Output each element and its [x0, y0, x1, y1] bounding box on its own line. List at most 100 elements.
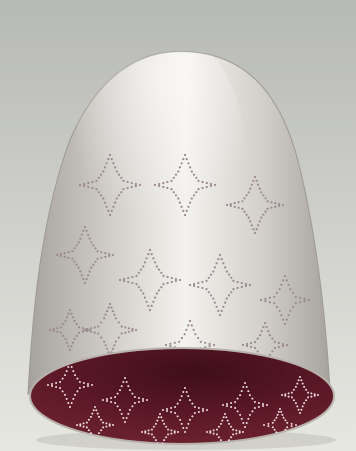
pattern-dot: [250, 345, 253, 349]
pattern-dot: [245, 194, 248, 197]
pattern-dot: [264, 210, 267, 213]
pattern-dot: [182, 158, 185, 161]
pattern-dot: [307, 298, 311, 302]
pattern-dot: [161, 419, 164, 422]
pattern-dot: [99, 194, 103, 197]
pattern-dot: [163, 422, 166, 425]
pattern-dot: [232, 428, 235, 431]
pattern-dot: [287, 314, 290, 317]
pattern-dot: [273, 340, 276, 344]
pattern-dot: [134, 328, 138, 332]
pattern-dot: [294, 385, 297, 388]
pattern-dot: [125, 417, 128, 419]
pattern-dot: [147, 253, 150, 256]
pattern-dot: [239, 413, 242, 416]
pattern-dot: [282, 279, 285, 282]
pattern-dot: [242, 422, 245, 424]
pattern-dot: [251, 397, 254, 400]
pattern-dot: [133, 396, 136, 398]
pattern-dot: [266, 207, 269, 210]
pattern-dot: [277, 410, 280, 413]
pattern-dot: [131, 275, 134, 279]
pattern-dot: [82, 382, 85, 384]
pattern-dot: [190, 324, 193, 327]
pattern-dot: [313, 393, 316, 396]
pattern-dot: [59, 387, 62, 389]
pattern-dot: [170, 429, 173, 432]
pattern-dot: [281, 394, 283, 396]
pattern-dot: [268, 334, 271, 337]
pattern-dot: [102, 399, 104, 401]
pattern-dot: [193, 284, 196, 288]
pattern-dot: [197, 179, 200, 182]
pattern-dot: [286, 426, 289, 429]
pattern-dot: [207, 291, 210, 294]
pattern-dot: [265, 325, 268, 329]
pattern-dot: [154, 261, 157, 264]
pattern-dot: [124, 421, 126, 423]
pattern-dot: [245, 422, 248, 424]
pattern-dot: [230, 402, 233, 404]
pattern-dot: [137, 401, 140, 403]
pattern-dot: [247, 191, 250, 194]
pattern-dot: [119, 389, 121, 392]
pattern-dot: [266, 404, 268, 406]
pattern-dot: [91, 384, 93, 386]
pattern-dot: [108, 254, 111, 257]
pattern-dot: [287, 283, 290, 286]
pattern-dot: [248, 413, 251, 416]
pattern-dot: [187, 395, 190, 398]
pattern-dot: [130, 181, 133, 185]
pattern-dot: [71, 341, 75, 344]
pattern-dot: [257, 406, 260, 408]
pattern-dot: [221, 419, 224, 422]
pattern-dot: [106, 310, 109, 313]
pattern-dot: [209, 182, 212, 186]
pattern-dot: [156, 419, 159, 422]
pattern-dot: [268, 353, 271, 356]
pattern-dot: [120, 412, 123, 415]
pattern-dot: [301, 405, 304, 408]
pattern-dot: [201, 286, 204, 290]
pattern-dot: [102, 426, 105, 429]
pattern-dot: [120, 176, 123, 179]
pattern-dot: [240, 281, 243, 285]
pattern-dot: [213, 183, 217, 187]
pattern-dot: [64, 337, 67, 341]
pattern-dot: [154, 422, 157, 425]
pattern-dot: [157, 289, 161, 292]
pattern-dot: [82, 278, 85, 281]
pattern-dot: [182, 391, 185, 393]
pattern-dot: [112, 205, 115, 208]
pattern-dot: [83, 281, 87, 285]
pattern-dot: [113, 344, 116, 347]
pattern-dot: [277, 345, 280, 349]
pattern-dot: [75, 263, 78, 266]
pattern-dot: [147, 432, 150, 435]
pattern-dot: [192, 328, 195, 331]
pattern-dot: [68, 308, 72, 312]
pattern-dot: [180, 336, 183, 340]
pattern-dot: [268, 296, 271, 299]
pattern-dot: [159, 413, 161, 415]
pattern-dot: [264, 297, 267, 300]
pattern-dot: [143, 296, 146, 299]
pattern-dot: [294, 295, 297, 298]
pattern-dot: [287, 395, 290, 398]
pattern-dot: [152, 257, 155, 260]
pattern-dot: [188, 319, 192, 323]
pattern-dot: [244, 426, 246, 428]
pattern-dot: [114, 402, 117, 404]
pattern-dot: [108, 302, 112, 306]
pattern-dot: [209, 431, 212, 434]
pattern-dot: [103, 166, 106, 169]
pattern-dot: [263, 321, 267, 325]
pattern-dot: [212, 270, 215, 273]
pattern-dot: [270, 201, 273, 204]
pattern-dot: [97, 176, 100, 179]
pattern-dot: [148, 308, 152, 312]
pattern-dot: [110, 209, 113, 212]
pattern-dot: [105, 422, 108, 425]
pattern-dot: [256, 350, 259, 353]
pattern-dot: [282, 416, 285, 419]
